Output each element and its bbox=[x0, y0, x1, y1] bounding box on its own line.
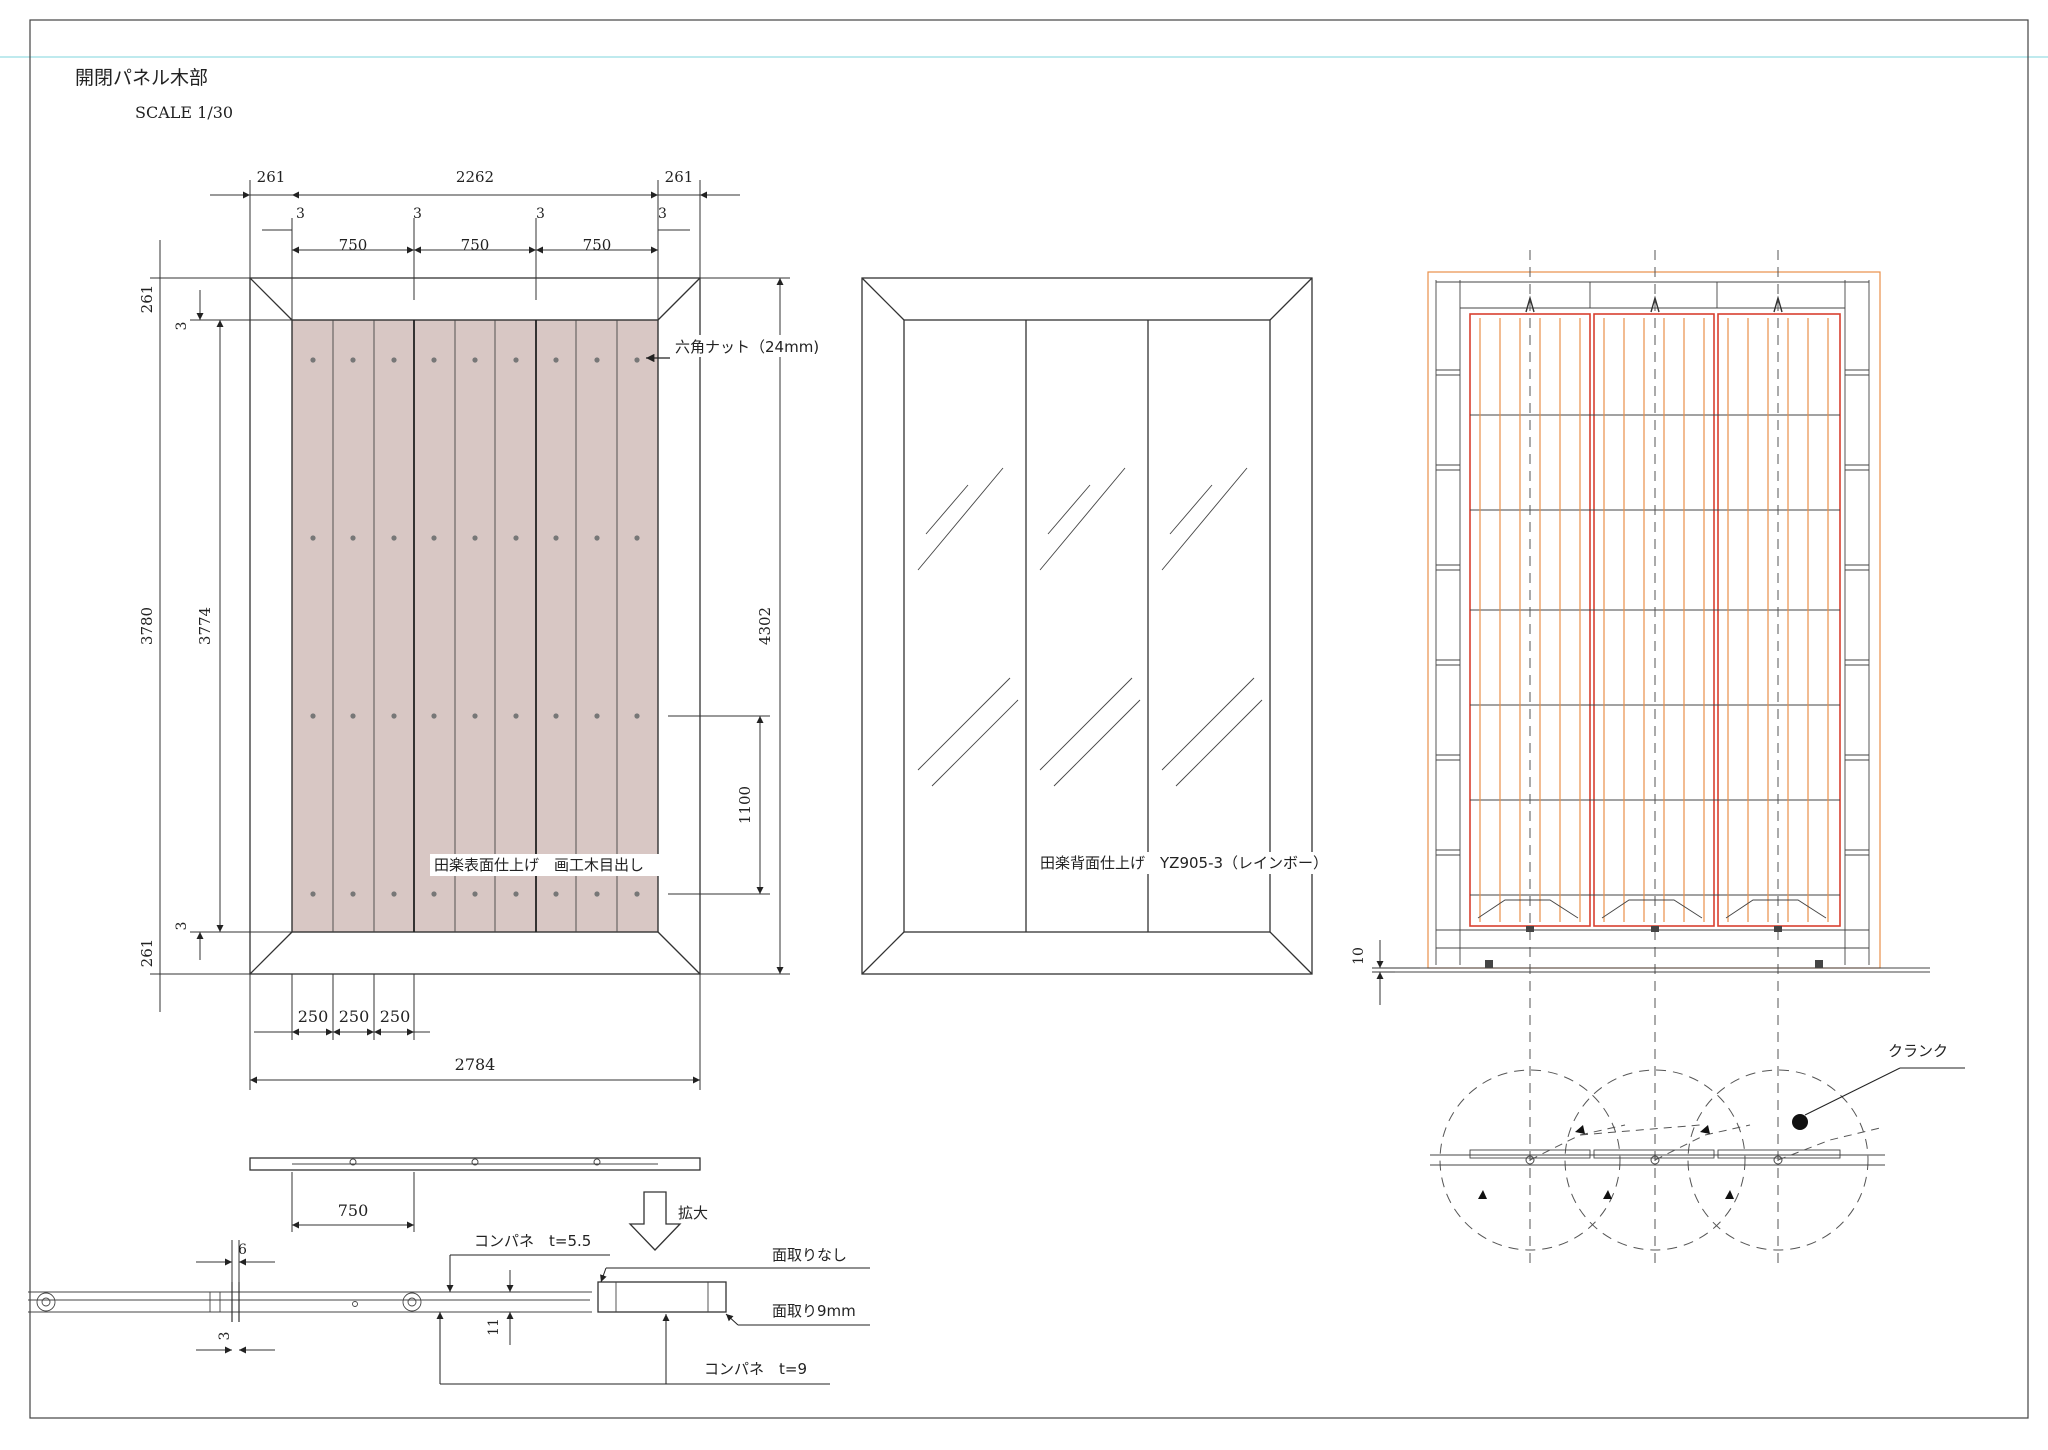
section-module-dim: 750 bbox=[338, 1201, 369, 1220]
dim-module: 750 bbox=[339, 236, 368, 254]
dim-right-overall: 4302 bbox=[756, 607, 774, 645]
detail-chamfer: 面取り9mm bbox=[772, 1302, 856, 1320]
column-rungs bbox=[1436, 369, 1869, 856]
enlarge-arrow-icon bbox=[628, 1191, 682, 1251]
glass-reflections bbox=[917, 467, 1263, 787]
dim-left-top: 261 bbox=[138, 285, 156, 314]
dim-gap: 3 bbox=[536, 206, 545, 222]
sheet-border bbox=[29, 19, 2029, 1419]
back-view: 田楽背面仕上げ YZ905-3（レインボー） bbox=[861, 277, 1360, 975]
dim-top-left: 261 bbox=[257, 168, 286, 186]
dim-left-gap-bottom: 3 bbox=[174, 922, 190, 931]
dim-bottom-10: 10 bbox=[1351, 947, 1367, 965]
detail-bottom-ply: コンパネ t=9 bbox=[704, 1360, 807, 1378]
dim-gap: 3 bbox=[296, 206, 305, 222]
outer-frame bbox=[249, 277, 701, 975]
front-view: 261 2262 261 3 3 3 3 750 750 750 261 3 3… bbox=[138, 168, 848, 1090]
dim-plank: 250 bbox=[380, 1007, 411, 1026]
dim-right-lower: 1100 bbox=[736, 786, 754, 824]
dim-plank: 250 bbox=[339, 1007, 370, 1026]
dim-top-right: 261 bbox=[665, 168, 694, 186]
dim-left-inner: 3774 bbox=[196, 607, 214, 645]
section-view: 750 拡大 bbox=[249, 1157, 708, 1251]
back-finish-label: 田楽背面仕上げ YZ905-3（レインボー） bbox=[1040, 854, 1328, 872]
side-view: 10 bbox=[1351, 250, 1930, 1270]
detail-no-chamfer: 面取りなし bbox=[772, 1246, 847, 1264]
dim-plank: 250 bbox=[298, 1007, 329, 1026]
dim-top-center: 2262 bbox=[456, 168, 494, 186]
dim-left-overall: 3780 bbox=[138, 607, 156, 645]
dim-module: 750 bbox=[583, 236, 612, 254]
dim-module: 750 bbox=[461, 236, 490, 254]
detail-gap-depth: 3 bbox=[217, 1332, 233, 1341]
nut-label: 六角ナット（24mm) bbox=[675, 338, 819, 356]
dim-left-bottom: 261 bbox=[138, 939, 156, 968]
dim-gap: 3 bbox=[413, 206, 422, 222]
detail-thickness: 11 bbox=[486, 1318, 502, 1336]
dim-gap: 3 bbox=[658, 206, 667, 222]
crank-handle bbox=[1792, 1114, 1808, 1130]
back-inner-frame bbox=[903, 319, 1271, 933]
back-outer-frame bbox=[861, 277, 1313, 975]
sheet-title: 開閉パネル木部 bbox=[75, 67, 208, 89]
front-finish-label: 田楽表面仕上げ 画工木目出し bbox=[434, 856, 644, 874]
detail-gap-width: 6 bbox=[238, 1242, 247, 1258]
crank-label: クランク bbox=[1888, 1042, 1948, 1060]
detail-view: 6 3 11 コンパネ t=5.5 面取りなし 面取り9mm コンパネ t=9 bbox=[28, 1232, 870, 1385]
crank-mechanism: クランク bbox=[1430, 1042, 1965, 1251]
nut-dots bbox=[310, 357, 640, 897]
detail-top-ply: コンパネ t=5.5 bbox=[474, 1232, 591, 1250]
sheet-scale: SCALE 1/30 bbox=[135, 103, 233, 122]
dim-left-gap-top: 3 bbox=[174, 322, 190, 331]
enlarge-label: 拡大 bbox=[678, 1204, 708, 1222]
wood-panel bbox=[291, 319, 659, 933]
dim-overall-width: 2784 bbox=[455, 1055, 496, 1074]
